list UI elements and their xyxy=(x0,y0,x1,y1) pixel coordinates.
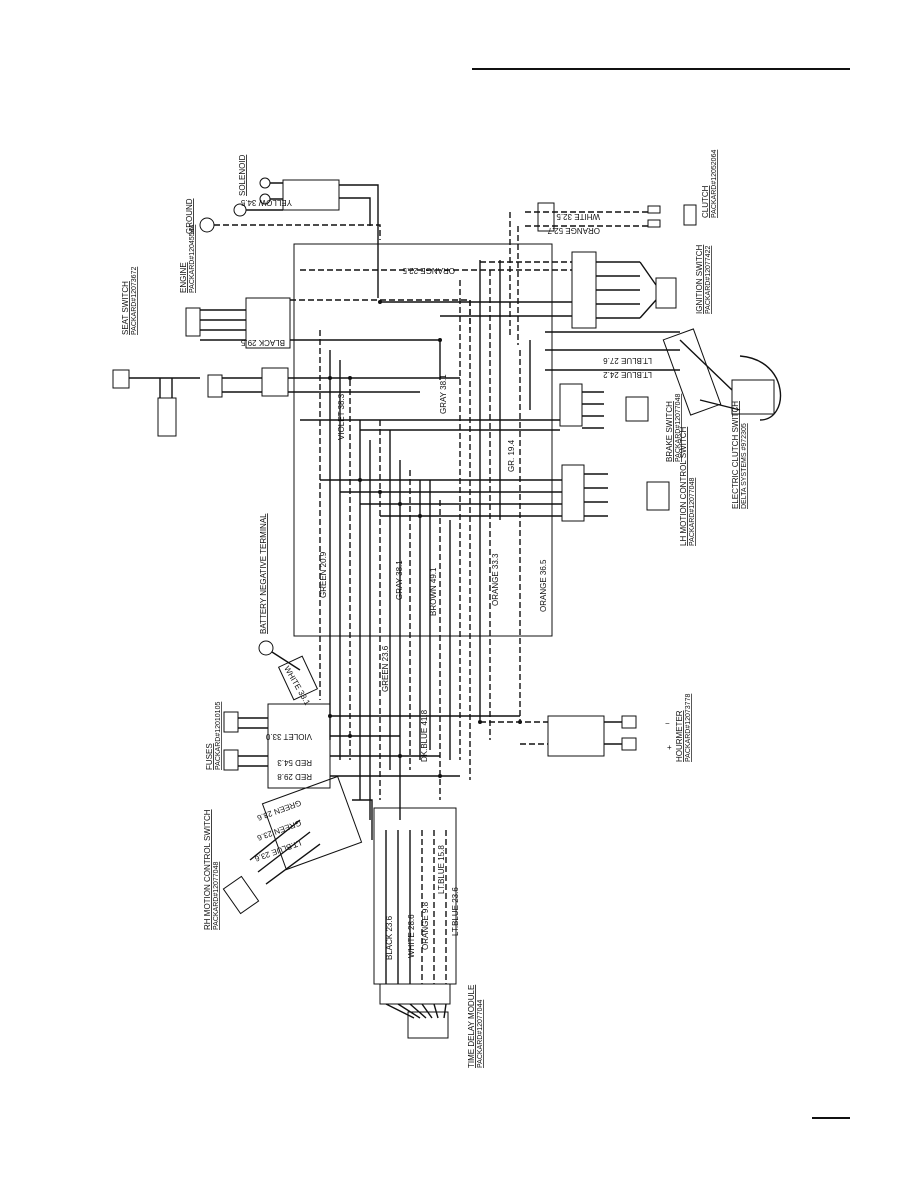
wire-label-w_orange365: ORANGE 36.5 xyxy=(539,559,548,612)
component-label-lh_motion: LH MOTION CONTROL SWITCHPACKARD#12077048 xyxy=(679,427,696,546)
clutch-group xyxy=(509,202,697,345)
wire-label-w_orange98: ORANGE 9.8 xyxy=(421,901,430,950)
wire-label-w_ltblue236b: LT.BLUE 23.6 xyxy=(451,887,460,936)
minus-symbol: − xyxy=(665,719,670,728)
fuses-group xyxy=(223,703,520,789)
component-label-electric_clutch: ELECTRIC CLUTCH SWITCHDELTA SYSTEMS #972… xyxy=(731,401,748,509)
wire-label-w_orange333: ORANGE 33.3 xyxy=(491,553,500,606)
battery-group xyxy=(258,640,319,701)
wire-label-w_green236b: GREEN 23.6 xyxy=(255,798,302,822)
wire-label-w_yellow: YELLOW 34.5 xyxy=(240,198,292,207)
harness-bundle xyxy=(319,260,531,820)
component-label-engine: ENGINEPACKARD#12045544 xyxy=(179,225,196,293)
hourmeter-group xyxy=(480,715,637,757)
component-label-time_delay: TIME DELAY MODULEPACKARD#12077044 xyxy=(467,985,484,1068)
wire-label-w_brown491: BROWN 49.1 xyxy=(429,567,438,616)
wire-label-w_violet330: VIOLET 33.0 xyxy=(265,732,312,741)
brake-group xyxy=(300,383,649,431)
component-label-fuses: FUSESPACKARD#12010105 xyxy=(205,702,222,770)
wire-label-w_gray381b: GRAY 38.1 xyxy=(395,560,404,600)
wire-label-w_dkblue418: DK.BLUE 41.8 xyxy=(420,709,429,762)
component-label-rh_motion: RH MOTION CONTROL SWITCHPACKARD#12077048 xyxy=(203,809,220,930)
component-label-clutch: CLUTCHPACKARD#12052064 xyxy=(701,150,718,218)
wire-label-w_orange225: ORANGE 22.5 xyxy=(402,266,455,275)
wire-label-w_gray381a: GRAY 38.1 xyxy=(439,374,448,414)
wire-label-w_orange527: ORANGE 52.7 xyxy=(547,226,600,235)
wire-label-w_violet383: VIOLET 38.3 xyxy=(337,393,346,440)
wire-label-w_red298: RED 29.8 xyxy=(277,772,312,781)
wire-label-w_black295: BLACK 29.5 xyxy=(240,338,285,347)
wire-label-w_green209: GREEN 20.9 xyxy=(319,551,328,598)
component-label-hourmeter: HOURMETERPACKARD#12073778 xyxy=(675,694,692,762)
wire-label-w_green236: GREEN 23.6 xyxy=(381,645,390,692)
footer-rule xyxy=(812,1117,850,1119)
electric-clutch-group xyxy=(545,328,782,421)
wire-label-w_white331: WHITE 33.1 xyxy=(282,665,312,708)
plus-symbol: + xyxy=(667,743,672,752)
wire-label-w_white325: WHITE 32.5 xyxy=(556,212,600,221)
lh-motion-group xyxy=(320,464,670,522)
ignition-group xyxy=(300,251,677,329)
component-label-ignition: IGNITION SWITCHPACKARD#12077422 xyxy=(695,244,712,314)
wire-label-w_ltblue276: LT.BLUE 27.6 xyxy=(603,356,652,365)
wire-label-w_ltblue242: LT.BLUE 24.2 xyxy=(603,370,652,379)
rh-motion-group xyxy=(222,775,373,915)
component-label-solenoid: SOLENOID xyxy=(238,154,247,196)
harness-outline xyxy=(293,243,553,637)
wire-label-w_red543: RED 54.3 xyxy=(277,758,312,767)
wire-label-w_black236: BLACK 23.6 xyxy=(385,915,394,960)
header-rule xyxy=(472,68,850,70)
time-delay-group xyxy=(373,807,457,1039)
solenoid-group xyxy=(199,177,381,298)
component-label-brake: BRAKE SWITCHPACKARD#12077048 xyxy=(665,394,682,462)
junction-dots xyxy=(328,300,522,778)
component-label-battery_negative: BATTERY NEGATIVE TERMINAL xyxy=(259,513,268,634)
wire-label-w_white286: WHITE 28.6 xyxy=(407,914,416,958)
seat-switch-group xyxy=(112,367,460,437)
component-label-ground: GROUND xyxy=(185,198,194,234)
wire-label-w_ltblue158: LT.BLUE 15.8 xyxy=(437,845,446,894)
component-label-seat_switch: SEAT SWITCHPACKARD#12073672 xyxy=(121,267,138,335)
wire-label-w_gr194: GR. 19.4 xyxy=(507,439,516,472)
engine-group xyxy=(185,297,471,380)
